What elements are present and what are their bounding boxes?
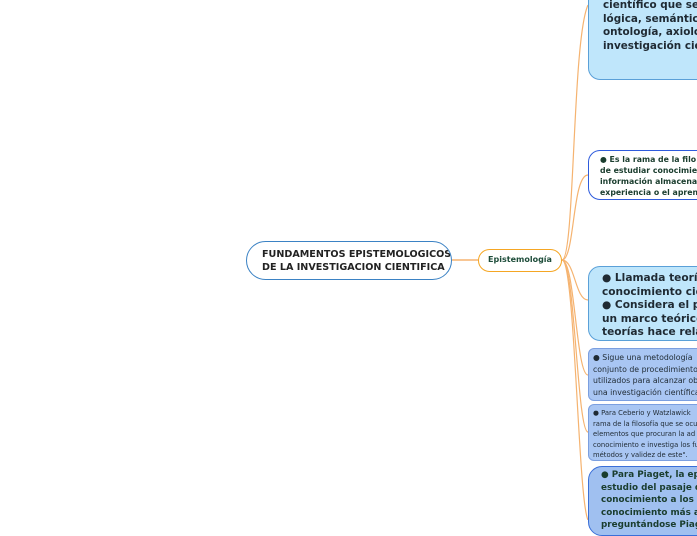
leaf-line: rama de la filosofía que se ocu <box>593 419 697 428</box>
leaf-line: estudio del pasaje de lo <box>601 482 697 493</box>
leaf-line: elementos que procuran la ad <box>593 430 696 438</box>
root-topic[interactable]: FUNDAMENTOS EPISTEMOLOGICOS DE LA INVEST… <box>246 241 452 280</box>
leaf-line: conocimiento e investiga los fu <box>593 440 697 449</box>
branch-label: Epistemología <box>488 255 552 264</box>
leaf-line: teorías hace relacio <box>602 326 697 338</box>
leaf-line: métodos y validez de este". <box>593 451 688 459</box>
leaf-line: de estudiar conocimien <box>600 166 697 175</box>
leaf-line: un marco teórico o <box>602 312 697 325</box>
leaf-line: experiencia o el aprend <box>600 188 697 197</box>
leaf-line: ontología, axiologí <box>603 26 697 38</box>
leaf-line: utilizados para alcanzar obj <box>593 376 697 385</box>
leaf-topic-1[interactable]: científico que se oc lógica, semántica, … <box>588 0 697 80</box>
leaf-line: conocimiento más avan <box>601 507 697 518</box>
leaf-line: investigación cient <box>603 39 697 52</box>
leaf-line: científico que se oc <box>603 0 697 11</box>
branch-epistemologia[interactable]: Epistemología <box>478 249 562 272</box>
leaf-line: ● Para Ceberio y Watzlawick <box>593 409 691 417</box>
leaf-line: información almacenad <box>600 177 697 186</box>
leaf-topic-2[interactable]: ● Es la rama de la filo de estudiar cono… <box>588 150 697 200</box>
leaf-line: conocimiento a los esta <box>601 495 697 505</box>
leaf-line: ● Es la rama de la filo <box>600 155 697 164</box>
leaf-topic-4[interactable]: ● Sigue una metodología conjunto de proc… <box>588 348 697 401</box>
root-line: DE LA INVESTIGACION CIENTIFICA <box>262 262 445 273</box>
leaf-line: conjunto de procedimientos <box>593 364 697 374</box>
connectors <box>452 4 589 520</box>
leaf-line: conocimiento cient <box>602 285 697 298</box>
leaf-line: ● Llamada teoría <box>602 272 697 284</box>
leaf-line: una investigación científica. <box>593 387 697 397</box>
leaf-topic-3[interactable]: ● Llamada teoría conocimiento cient ● Co… <box>588 266 697 341</box>
leaf-line: ● Sigue una metodología <box>593 353 693 362</box>
leaf-topic-6[interactable]: ● Para Piaget, la epis estudio del pasaj… <box>588 466 697 536</box>
leaf-topic-5[interactable]: ● Para Ceberio y Watzlawick rama de la f… <box>588 404 697 461</box>
leaf-line: ● Considera el pa <box>602 299 697 311</box>
leaf-line: preguntándose Piaget <box>601 520 697 530</box>
leaf-line: ● Para Piaget, la epis <box>601 470 697 480</box>
root-line: FUNDAMENTOS EPISTEMOLOGICOS <box>262 249 452 260</box>
leaf-line: lógica, semántica, <box>603 12 697 25</box>
